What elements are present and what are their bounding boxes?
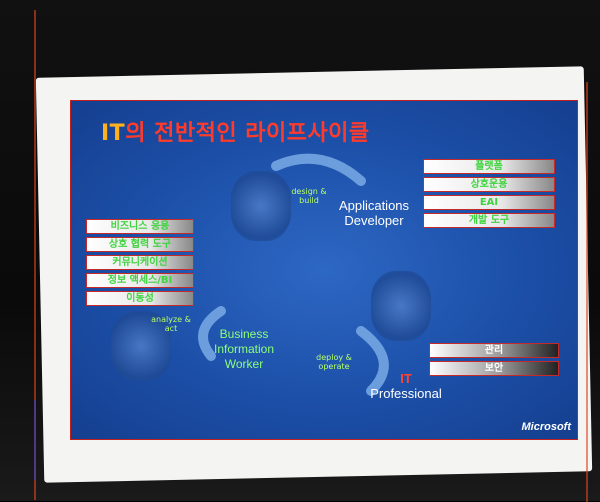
blue-edge-left [34,400,36,480]
arrow-right [356,326,389,396]
role-developer-text: Applications Developer [338,198,410,228]
right-bottom-box-1: 관리 [429,343,559,358]
label-analyze: analyze & act [151,315,191,333]
role-it-rest: Professional [370,386,442,401]
slide-title: IT의 전반적인 라이프사이클 [101,115,370,147]
microsoft-logo: Microsoft [521,421,572,433]
title-rest: 의 전반적인 라이프사이클 [125,121,370,146]
right-top-box-2: 상호운용 [423,177,555,192]
label-design: design & build [291,187,327,205]
role-it-highlight: IT [400,371,412,386]
right-top-box-stack: 플랫폼 상호운용 EAI 개발 도구 [423,159,555,228]
right-top-box-1: 플랫폼 [423,159,555,174]
left-box-1: 비즈니스 응용 [86,219,194,234]
left-box-5: 이동성 [86,291,194,306]
role-it-professional: IT Professional [351,371,461,401]
left-box-2: 상호 협력 도구 [86,237,194,252]
slide-printout: IT의 전반적인 라이프사이클 design & build analyze &… [70,100,578,440]
left-box-3: 커뮤니케이션 [86,255,194,270]
it-pro-photo [371,271,431,341]
right-bottom-box-stack: 관리 보안 [429,343,559,376]
red-edge-right [586,82,588,502]
label-deploy: deploy & operate [316,353,352,371]
right-top-box-3: EAI [423,195,555,210]
left-box-stack: 비즈니스 응용 상호 협력 도구 커뮤니케이션 정보 액세스/BI 이동성 [86,219,194,306]
arrow-top [271,153,366,186]
worker-photo [111,311,171,381]
role-developer: Applications Developer [329,198,419,228]
right-bottom-box-2: 보안 [429,361,559,376]
right-top-box-4: 개발 도구 [423,213,555,228]
left-box-4: 정보 액세스/BI [86,273,194,288]
role-worker-text: Business Information Worker [213,327,275,371]
title-highlight: IT [101,121,126,146]
arrow-left [198,306,226,361]
role-worker: Business Information Worker [199,327,289,372]
red-edge-left [34,10,36,500]
cycle-arrows [198,153,389,396]
developer-photo [231,171,291,241]
